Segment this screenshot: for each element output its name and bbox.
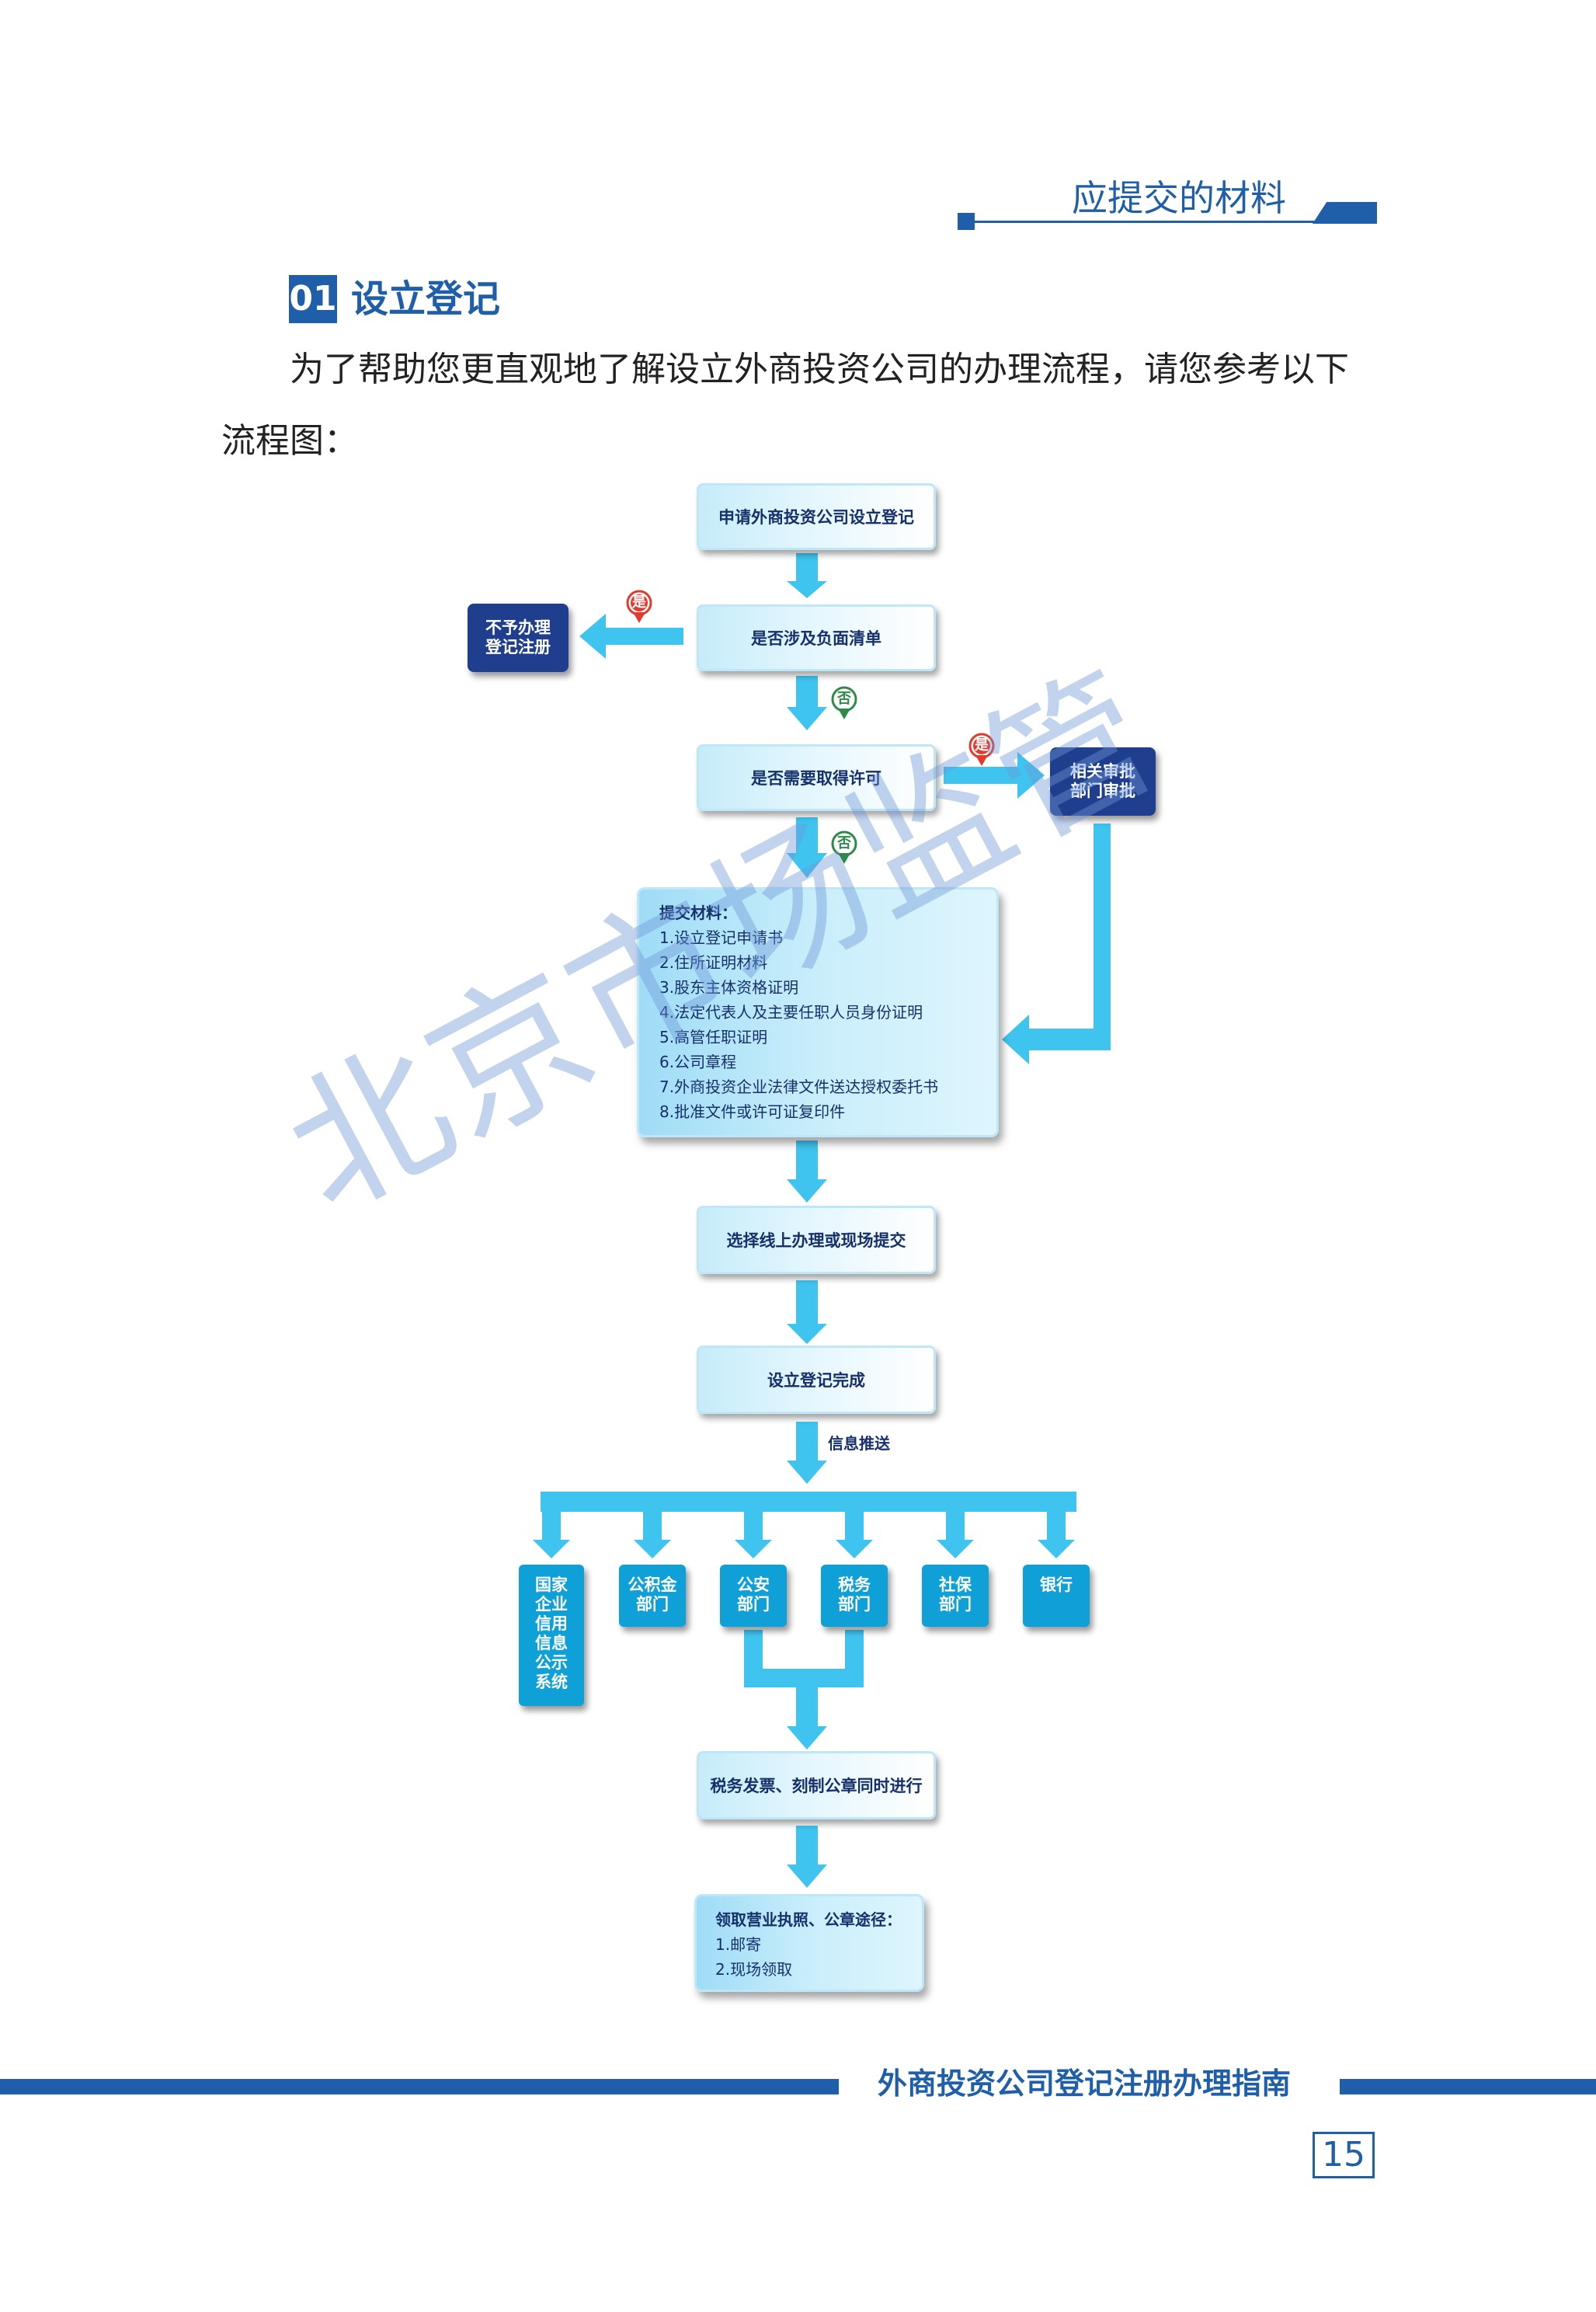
running-header-title: 应提交的材料	[1072, 177, 1286, 219]
arrow-down-5	[787, 1280, 827, 1344]
approval-line-2: 部门审批	[1070, 782, 1135, 800]
dept-social-security: 社保 部门	[922, 1565, 989, 1627]
dept-bank: 银行	[1023, 1565, 1090, 1627]
reject-line-2: 登记注册	[485, 638, 551, 656]
yes-badge-label-1: 是	[632, 594, 646, 611]
flow-step-tax-seal: 税务发票、刻制公章同时进行	[697, 1751, 936, 1819]
arrow-approve-to-materials	[1002, 823, 1111, 1064]
drop-1	[533, 1512, 570, 1558]
dept-line: 税务	[838, 1576, 871, 1594]
header-rule	[971, 221, 1375, 223]
materials-item: 8.批准文件或许可证复印件	[659, 1102, 846, 1121]
materials-item: 6.公司章程	[659, 1053, 737, 1071]
dept-line: 公积金	[628, 1576, 677, 1594]
dept-line: 部门	[636, 1595, 669, 1614]
dept-line: 公安	[737, 1576, 770, 1594]
collect-item: 1.邮寄	[715, 1935, 762, 1954]
merge-bar	[744, 1669, 864, 1687]
yes-badge-1	[626, 590, 652, 623]
collect-item: 2.现场领取	[715, 1960, 793, 1979]
no-badge-label-2: 否	[837, 835, 851, 851]
arrow-down-7	[787, 1687, 827, 1750]
dept-line: 银行	[1040, 1576, 1073, 1594]
dept-line: 部门	[838, 1595, 871, 1614]
dept-line: 信用	[535, 1614, 568, 1633]
bus-bar	[541, 1492, 1076, 1512]
materials-item: 3.股东主体资格证明	[659, 978, 799, 997]
flow-box-collect-license: 领取营业执照、公章途径： 1.邮寄 2.现场领取	[694, 1894, 924, 1992]
drop-3	[735, 1512, 772, 1558]
arrow-down-3	[787, 817, 827, 878]
materials-item: 2.住所证明材料	[659, 953, 768, 972]
materials-item: 7.外商投资企业法律文件送达授权委托书	[659, 1078, 939, 1096]
yes-badge-2	[968, 733, 995, 766]
arrow-down-8	[787, 1826, 827, 1888]
section-title: 设立登记	[351, 277, 501, 321]
no-badge-1	[831, 686, 857, 719]
no-badge-2	[831, 830, 857, 864]
dept-tax: 税务 部门	[821, 1565, 888, 1627]
materials-item: 1.设立登记申请书	[659, 928, 784, 947]
flow-box-approval: 相关审批 部门审批	[1050, 747, 1156, 816]
dept-line: 系统	[535, 1673, 568, 1691]
reject-line-1: 不予办理	[485, 618, 551, 637]
footer-title: 外商投资公司登记注册办理指南	[878, 2067, 1292, 2101]
dept-line: 部门	[737, 1595, 770, 1614]
arrow-down-1	[787, 553, 827, 598]
page-number: 15	[1313, 2132, 1375, 2178]
dept-housing-fund: 公积金 部门	[619, 1565, 686, 1627]
footer-bar-left	[0, 2079, 839, 2094]
approval-line-1: 相关审批	[1070, 762, 1135, 781]
dept-line: 公示	[535, 1653, 568, 1672]
header-rule-square	[958, 213, 975, 230]
materials-item: 5.高管任职证明	[659, 1028, 768, 1046]
section-number-badge: 01	[289, 275, 337, 323]
drop-5	[937, 1512, 974, 1558]
flow-step-permit: 是否需要取得许可	[697, 744, 936, 811]
drop-4	[836, 1512, 873, 1558]
dept-line: 企业	[535, 1595, 568, 1614]
flow-step-submit-mode: 选择线上办理或现场提交	[697, 1206, 936, 1274]
arrow-right-approve	[944, 752, 1045, 799]
flow-step-registration-complete: 设立登记完成	[697, 1346, 936, 1414]
materials-item: 4.法定代表人及主要任职人员身份证明	[659, 1003, 923, 1022]
dept-line: 信息	[535, 1634, 568, 1652]
dept-line: 国家	[535, 1576, 568, 1594]
drop-6	[1038, 1512, 1075, 1558]
intro-paragraph: 为了帮助您更直观地了解设立外商投资公司的办理流程，请您参考以下流程图：	[221, 350, 1349, 461]
flow-box-materials: 提交材料： 1.设立登记申请书 2.住所证明材料 3.股东主体资格证明 4.法定…	[637, 887, 999, 1137]
flow-step-negative-list: 是否涉及负面清单	[697, 604, 936, 671]
flow-box-reject: 不予办理 登记注册	[468, 604, 569, 672]
materials-title: 提交材料：	[659, 904, 737, 922]
arrow-down-4	[787, 1140, 827, 1203]
info-push-label: 信息推送	[828, 1434, 890, 1453]
no-badge-label-1: 否	[837, 691, 851, 707]
footer-bar-right	[1340, 2079, 1596, 2094]
dept-line: 部门	[939, 1595, 972, 1614]
arrow-down-6	[787, 1422, 827, 1484]
arrow-down-2	[787, 676, 827, 730]
arrow-left-reject	[579, 614, 683, 659]
flow-step-apply: 申请外商投资公司设立登记	[697, 483, 936, 550]
collect-title: 领取营业执照、公章途径：	[715, 1910, 902, 1929]
drop-2	[634, 1512, 671, 1558]
dept-public-security: 公安 部门	[720, 1565, 787, 1627]
dept-credit-system: 国家 企业 信用 信息 公示 系统	[519, 1565, 584, 1706]
dept-line: 社保	[939, 1576, 972, 1594]
yes-badge-label-2: 是	[975, 737, 989, 754]
